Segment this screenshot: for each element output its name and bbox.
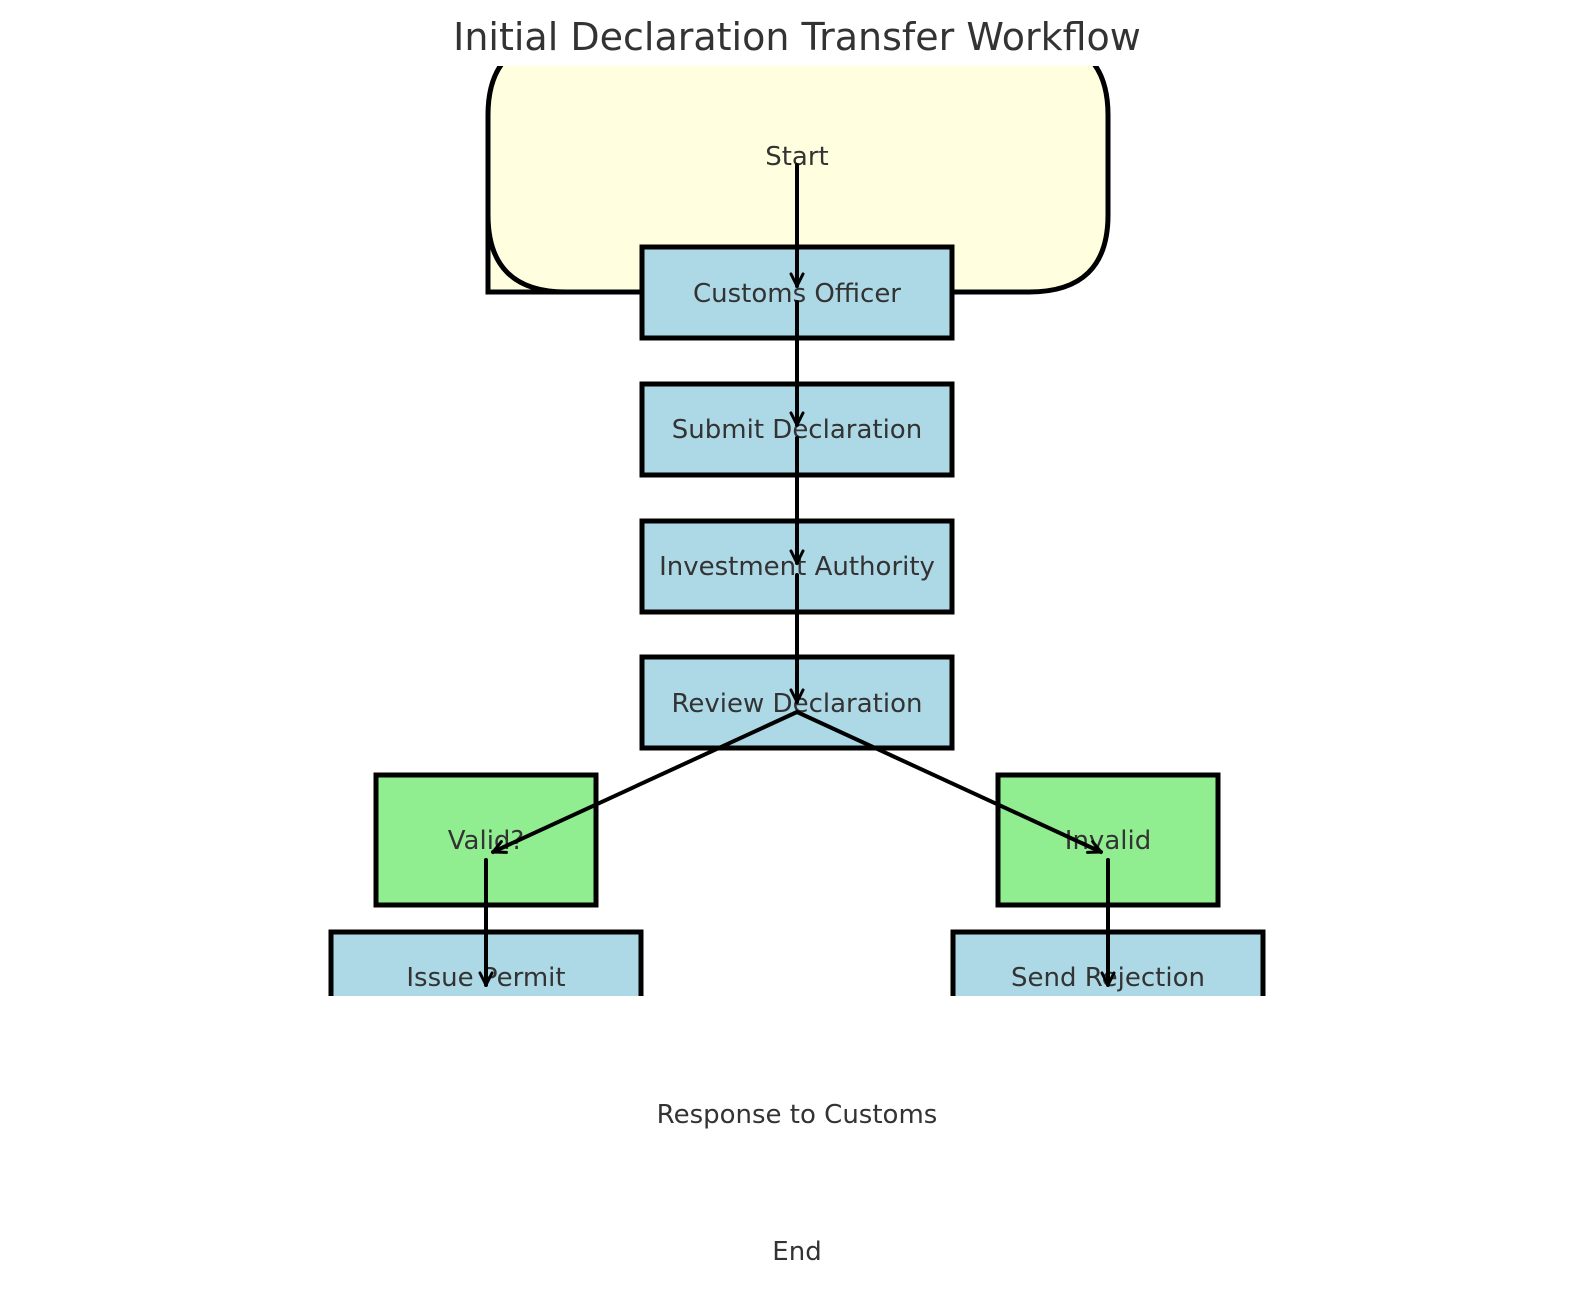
connectors bbox=[478, 163, 1116, 987]
diagram-title: Initial Declaration Transfer Workflow bbox=[453, 15, 1141, 59]
start-node-shape-left-corner bbox=[485, 214, 567, 295]
valid-decision-node-label: Valid? bbox=[448, 826, 524, 856]
edge-review-declaration-to-valid bbox=[491, 710, 799, 854]
response-to-customs-node-label: Response to Customs bbox=[657, 1100, 938, 1130]
edge-review-declaration-to-invalid bbox=[795, 710, 1103, 854]
end-node-label: End bbox=[772, 1237, 821, 1267]
